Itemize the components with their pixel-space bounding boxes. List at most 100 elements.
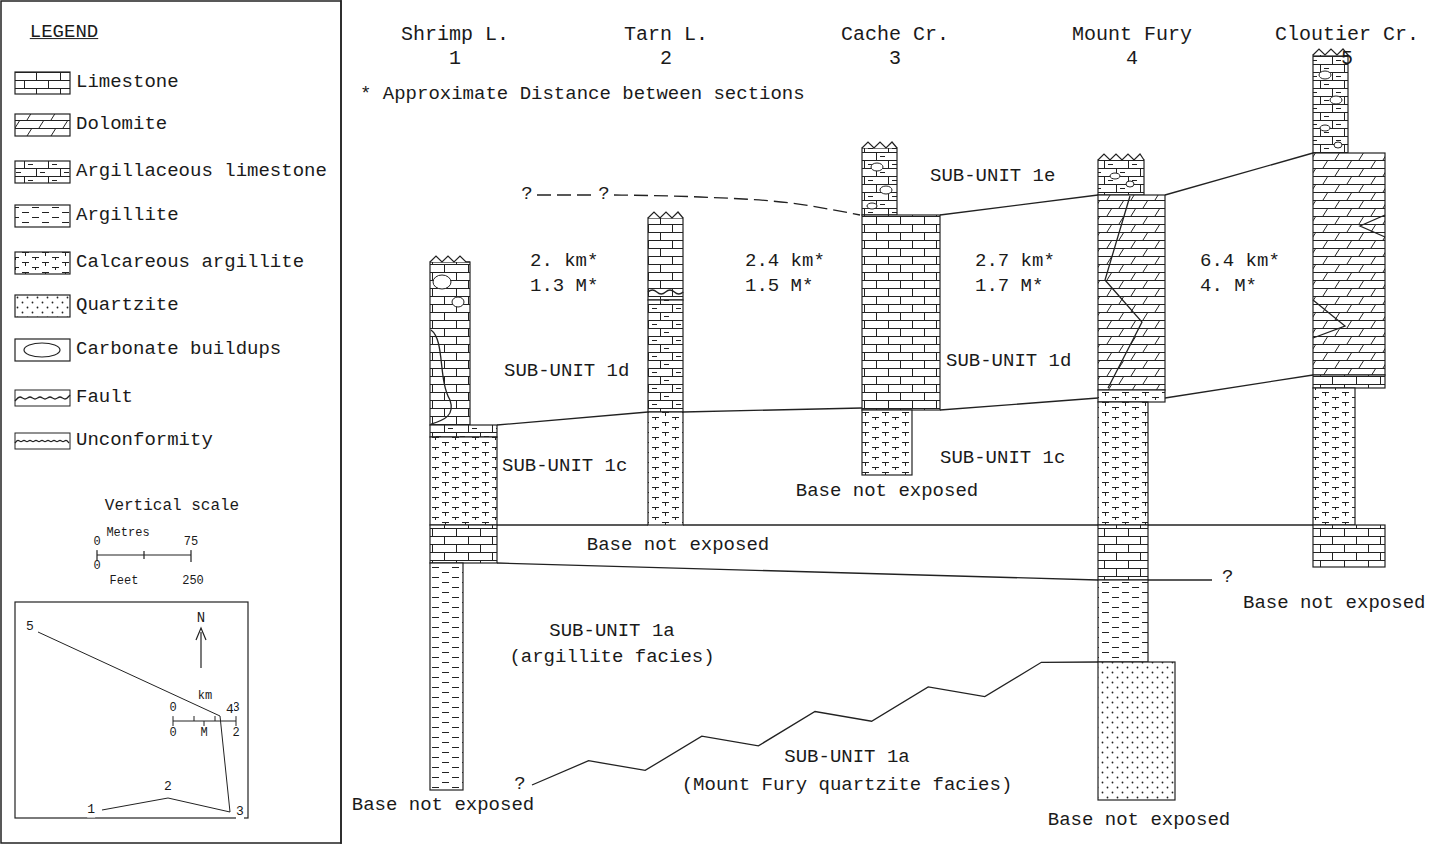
legend-text: Argillaceous limestone	[76, 161, 327, 183]
strat-column: Cloutier Cr.5	[1313, 49, 1385, 567]
map-section-number: 1	[87, 803, 95, 818]
eroded-top	[1098, 154, 1144, 160]
swatch-line	[15, 395, 70, 401]
query-mark: ?	[514, 774, 525, 796]
rock-unit	[1098, 402, 1148, 525]
unit-label: SUB-UNIT 1a	[549, 621, 674, 643]
eroded-top	[862, 142, 897, 148]
rock-unit	[430, 563, 463, 790]
correlation-line	[1148, 524, 1313, 525]
scale-tick: 0	[93, 536, 100, 550]
carbonate-buildup	[1126, 181, 1134, 187]
swatch-box	[15, 161, 70, 183]
vertical-scale	[97, 548, 191, 562]
rock-unit	[1098, 195, 1165, 390]
correlation-lines	[497, 153, 1313, 785]
legend-swatch	[15, 295, 70, 317]
distance-label: 4. M*	[1200, 276, 1257, 298]
legend-text: Fault	[76, 387, 133, 409]
legend-text: Dolomite	[76, 114, 167, 136]
section-traverse	[38, 632, 230, 812]
legend-swatch	[15, 72, 70, 94]
rock-unit	[1098, 160, 1144, 195]
north-arrow	[200, 632, 201, 668]
map-scale-tick: 0	[169, 727, 176, 741]
section-number: 5	[1341, 47, 1353, 70]
distance-label: 6.4 km*	[1200, 251, 1280, 273]
eroded-top	[430, 256, 470, 262]
carbonate-buildup	[880, 186, 892, 194]
section-number: 4	[1126, 47, 1138, 70]
rock-unit	[1098, 580, 1148, 662]
north-label: N	[197, 610, 205, 626]
rock-unit	[862, 215, 940, 410]
swatch-box	[15, 114, 70, 136]
section-name: Cloutier Cr.	[1275, 23, 1419, 46]
distance-label: 2.7 km*	[975, 251, 1055, 273]
note: * Approximate Distance between sections	[360, 84, 805, 106]
map-scale-unit: km	[198, 690, 212, 704]
carbonate-buildup	[452, 297, 464, 307]
map-scale-tick: 0	[169, 702, 176, 716]
unit-label: SUB-UNIT 1d	[946, 351, 1071, 373]
eroded-top	[648, 212, 683, 218]
rock-unit	[1313, 55, 1348, 153]
legend-text: Limestone	[76, 72, 179, 94]
north-arrowhead	[196, 628, 206, 640]
carbonate-buildup	[1330, 96, 1342, 104]
correlation-line	[497, 412, 648, 425]
facies-contact	[648, 290, 683, 294]
distance-label: 2.4 km*	[745, 251, 825, 273]
scale-tick: 0	[93, 560, 100, 574]
legend-swatch	[15, 114, 70, 136]
correlation-line	[1165, 153, 1313, 195]
facies-label: (argillite facies)	[509, 647, 714, 669]
rock-unit	[1098, 662, 1175, 800]
rock-unit	[648, 300, 683, 412]
strat-column: Mount Fury4	[1098, 154, 1175, 800]
map-section-number: 4	[226, 703, 234, 718]
section-name: Tarn L.	[624, 23, 708, 46]
correlation-line	[1148, 579, 1212, 580]
rock-unit	[1098, 525, 1148, 580]
carbonate-buildup	[433, 275, 451, 289]
section-number: 1	[449, 47, 461, 70]
distance-label: 1.7 M*	[975, 276, 1043, 298]
rock-unit	[430, 525, 497, 563]
correlation-line	[1165, 375, 1313, 398]
correlation-line	[940, 195, 1098, 215]
swatch-box	[15, 433, 70, 449]
correlation-line	[940, 398, 1098, 410]
rock-unit	[1313, 388, 1355, 525]
base-note: Base not exposed	[796, 481, 978, 503]
legend-swatch	[15, 339, 70, 361]
map-frame	[15, 602, 248, 818]
legend-text: Carbonate buildups	[76, 339, 281, 361]
scale-unit: Feet	[110, 575, 139, 589]
base-note: Base not exposed	[1048, 810, 1230, 832]
swatch-oval	[24, 343, 60, 357]
scale-title: Vertical scale	[105, 497, 239, 515]
rock-unit	[1313, 525, 1385, 567]
rock-unit	[648, 218, 683, 300]
rock-unit	[430, 262, 470, 425]
legend-text: Calcareous argillite	[76, 252, 304, 274]
query-mark: ?	[1222, 567, 1233, 589]
carbonate-buildup	[1110, 173, 1120, 179]
rock-unit	[430, 425, 497, 437]
correlation-line	[497, 563, 1098, 580]
carbonate-buildup	[871, 163, 883, 171]
inferred-contact	[614, 195, 860, 215]
rock-unit	[648, 412, 683, 525]
distance-label: 1.5 M*	[745, 276, 813, 298]
strat-column: Shrimp L.1	[430, 256, 497, 790]
rock-unit	[1313, 375, 1385, 388]
legend-text: Unconformity	[76, 430, 213, 452]
base-note: Base not exposed	[352, 795, 534, 817]
swatch-line	[15, 440, 69, 443]
rock-unit	[1098, 390, 1165, 402]
swatch-box	[15, 339, 70, 361]
swatch-box	[15, 295, 70, 317]
section-name: Shrimp L.	[401, 23, 509, 46]
